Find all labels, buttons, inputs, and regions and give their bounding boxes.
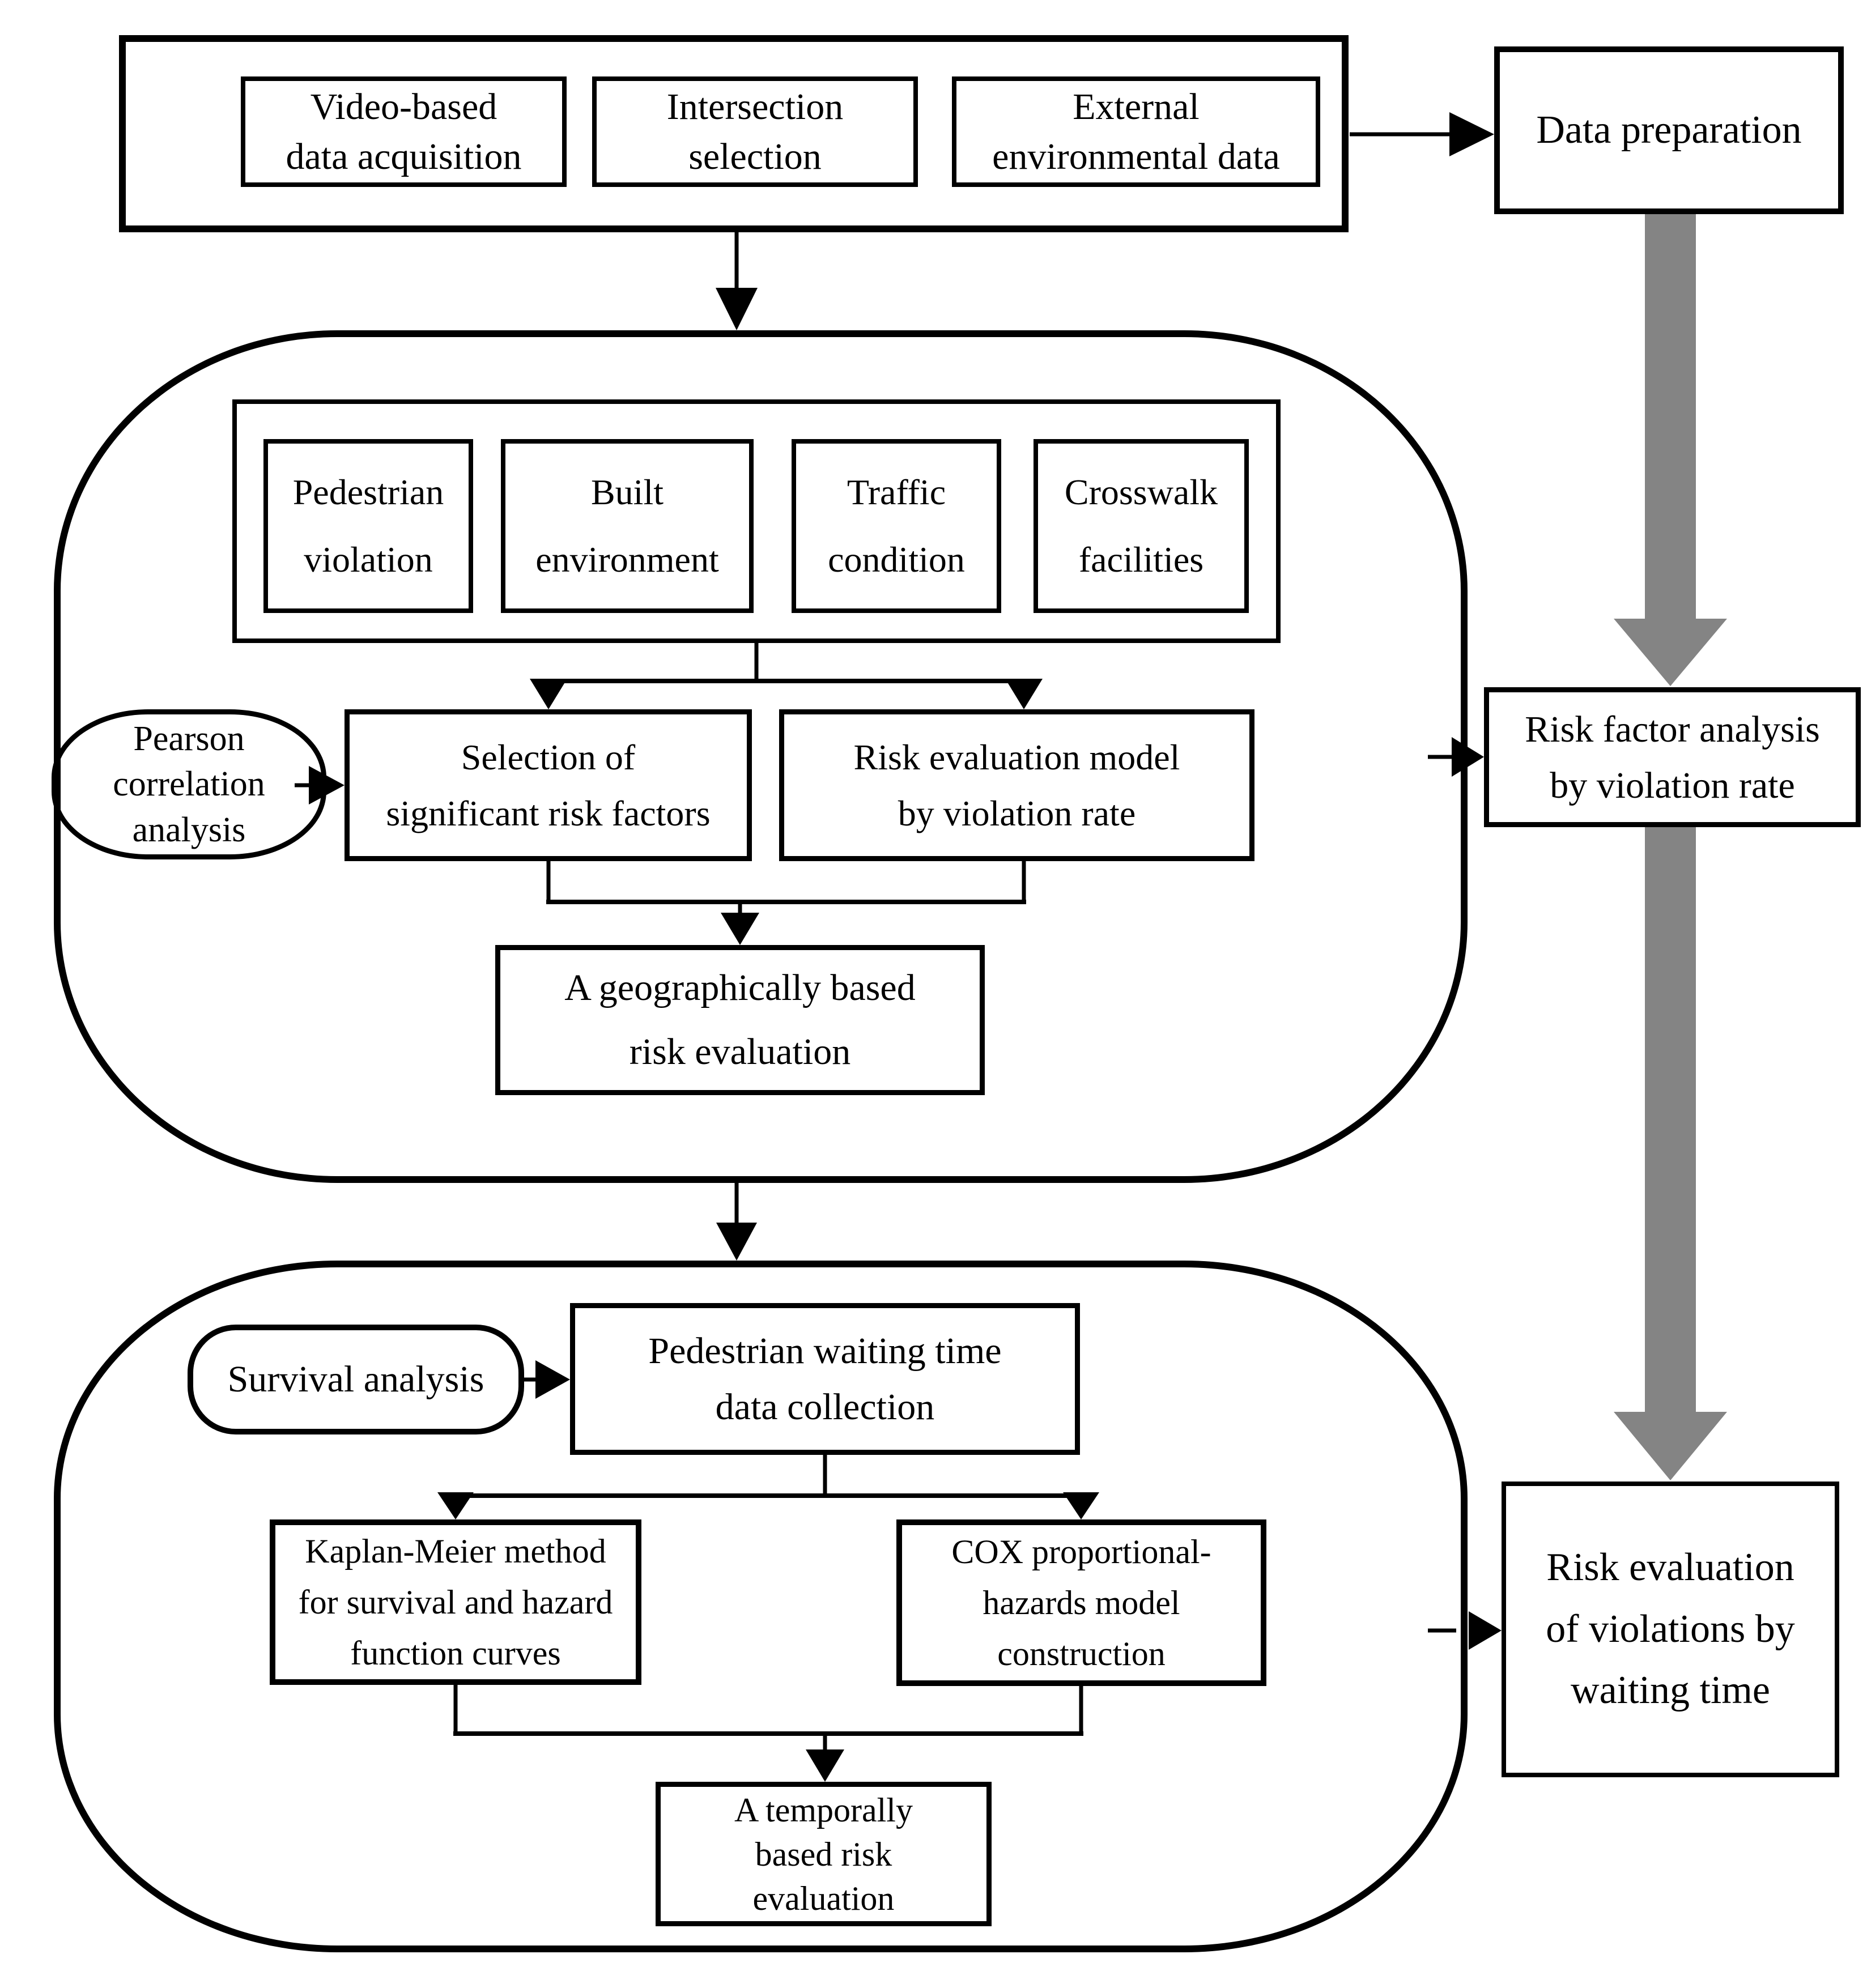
video-data-acquisition-box: Video-based data acquisition (241, 76, 567, 187)
arrow-stage1-to-stage2-container (716, 1183, 757, 1261)
selection-risk-factors-box: Selection of significant risk factors (345, 709, 752, 861)
cox-model-box: COX proportional- hazards model construc… (896, 1519, 1266, 1686)
traffic-condition-box: Traffic condition (792, 439, 1001, 613)
kaplan-meier-box: Kaplan-Meier method for survival and haz… (270, 1519, 641, 1685)
risk-evaluation-waiting-label: Risk evaluation of violations by waiting… (1546, 1546, 1795, 1713)
pearson-correlation-label: Pearson correlation analysis (113, 719, 265, 849)
crosswalk-facilities-box: Crosswalk facilities (1034, 439, 1249, 613)
selection-risk-factors-label: Selection of significant risk factors (386, 737, 711, 833)
merge-to-geographic-evaluation (546, 859, 1026, 945)
external-environmental-data-box: External environmental data (952, 76, 1320, 187)
risk-factor-analysis-label: Risk factor analysis by violation rate (1525, 708, 1820, 806)
risk-evaluation-model-box: Risk evaluation model by violation rate (779, 709, 1254, 861)
pedestrian-waiting-time-label: Pedestrian waiting time data collection (648, 1330, 1002, 1428)
gray-arrow-riskfactor-to-riskeval (1614, 827, 1727, 1480)
merge-to-temporal-evaluation (453, 1683, 1083, 1782)
risk-evaluation-model-label: Risk evaluation model by violation rate (853, 737, 1180, 833)
gray-arrow-dataprep-to-riskfactor (1614, 214, 1727, 686)
pedestrian-violation-box: Pedestrian violation (263, 439, 473, 613)
data-preparation-box: Data preparation (1494, 46, 1844, 214)
intersection-selection-box: Intersection selection (592, 76, 918, 187)
built-environment-box: Built environment (501, 439, 754, 613)
pedestrian-violation-label: Pedestrian violation (292, 472, 444, 580)
arrow-stage1-to-risk-factor-analysis (1428, 737, 1484, 777)
arrow-inputs-to-data-preparation (1350, 112, 1494, 156)
pedestrian-waiting-time-box: Pedestrian waiting time data collection (570, 1303, 1080, 1455)
arrow-stage2-to-risk-evaluation (1428, 1611, 1502, 1650)
pearson-correlation-ellipse: Pearson correlation analysis (52, 709, 326, 859)
cox-model-label: COX proportional- hazards model construc… (951, 1533, 1211, 1672)
temporally-based-evaluation-label: A temporally based risk evaluation (734, 1791, 913, 1917)
data-preparation-label: Data preparation (1536, 108, 1802, 152)
video-data-acquisition-label: Video-based data acquisition (286, 86, 522, 177)
split-waiting-to-kaplan-and-cox (437, 1455, 1099, 1519)
geographically-based-evaluation-box: A geographically based risk evaluation (495, 945, 985, 1095)
risk-factors-group-box (232, 399, 1281, 643)
arrow-survival-to-waiting (521, 1360, 570, 1399)
survival-analysis-stadium: Survival analysis (188, 1325, 524, 1434)
built-environment-label: Built environment (535, 472, 719, 580)
data-inputs-group-box (119, 35, 1349, 232)
kaplan-meier-label: Kaplan-Meier method for survival and haz… (298, 1532, 613, 1672)
split-factors-to-selection-and-model (530, 643, 1043, 709)
crosswalk-facilities-label: Crosswalk facilities (1064, 472, 1218, 580)
arrow-inputs-to-stage1-container (716, 232, 758, 330)
risk-evaluation-waiting-box: Risk evaluation of violations by waiting… (1502, 1482, 1839, 1777)
survival-analysis-label: Survival analysis (227, 1359, 484, 1400)
geographically-based-evaluation-label: A geographically based risk evaluation (564, 967, 916, 1072)
traffic-condition-label: Traffic condition (828, 472, 965, 580)
risk-factor-analysis-box: Risk factor analysis by violation rate (1484, 687, 1861, 827)
external-environmental-data-label: External environmental data (992, 86, 1280, 177)
intersection-selection-label: Intersection selection (666, 86, 844, 177)
temporally-based-evaluation-box: A temporally based risk evaluation (656, 1782, 992, 1926)
